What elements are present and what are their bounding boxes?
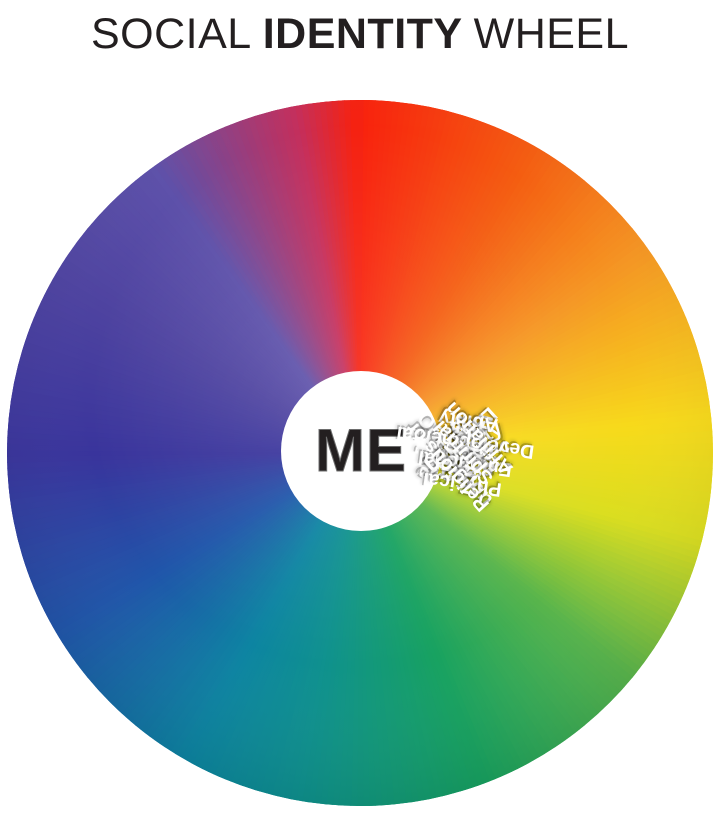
center-label-me: ME <box>315 417 407 484</box>
title-word-social: SOCIAL <box>90 9 252 58</box>
title-word-wheel: WHEEL <box>473 9 630 58</box>
wheel-center-hub: ME <box>281 371 441 531</box>
title-word-identity: IDENTITY <box>262 9 463 58</box>
page-title: SOCIAL IDENTITY WHEEL <box>0 0 720 68</box>
